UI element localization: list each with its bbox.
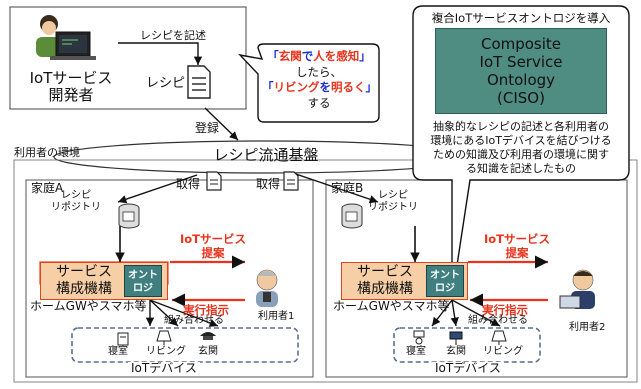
ciso-box-line4: (CISO) bbox=[497, 89, 545, 107]
home-b-service-line2: 構成機構 bbox=[357, 281, 413, 297]
ciso-desc-line4: る知識を記述したもの bbox=[466, 162, 576, 175]
home-a-combine-label: 組み合わせる bbox=[164, 315, 224, 326]
home-a-bedroom-device-icon bbox=[117, 332, 129, 346]
home-b-combine-label: 組み合わせる bbox=[468, 315, 528, 326]
recipe-bubble-line1: 「玄関で人を感知」 bbox=[267, 49, 371, 63]
recipe-bubble-line3: 「リビングを明るく」 bbox=[262, 80, 377, 95]
home-a-entrance-device-icon bbox=[200, 332, 216, 340]
home-b-iot-suggest: IoTサービス 提案 bbox=[482, 232, 552, 260]
ciso-desc-line3: ための知識及び利用者の環境に関す bbox=[433, 148, 609, 161]
home-b-combine-arrow-3 bbox=[451, 299, 501, 327]
home-a-exec-label: 実行指示 bbox=[183, 303, 229, 317]
write-recipe-arrow bbox=[118, 42, 203, 65]
home-b-entrance-device-icon bbox=[449, 331, 463, 345]
home-b-ontology-box: オント ロジ bbox=[426, 265, 464, 297]
home-a-onto-line2: ロジ bbox=[133, 283, 153, 294]
home-a-living-device-icon bbox=[156, 330, 172, 345]
ciso-description: 抽象的なレシピの記述と各利用者の 環境にあるIoTデバイスを結びつける ための知… bbox=[413, 120, 629, 176]
fetch-doc-icon-b bbox=[283, 171, 299, 191]
recipe-bubble-text: 「玄関で人を感知」 したら、 「リビングを明るく」 する bbox=[262, 49, 377, 111]
fetch-arrow-a bbox=[117, 174, 198, 204]
home-a-devices-label: IoTデバイス bbox=[128, 361, 200, 376]
developer-title-line2: 開発者 bbox=[48, 86, 94, 105]
home-b-combine-arrow-1 bbox=[431, 299, 453, 327]
home-a-device-bedroom: 寝室 bbox=[108, 346, 128, 357]
home-b-service-label: サービス 構成機構 bbox=[345, 264, 425, 298]
home-a-repository-icon bbox=[118, 203, 140, 229]
home-b-device-entrance: 玄関 bbox=[446, 346, 466, 357]
home-b-repo-line1: レシピ bbox=[378, 190, 408, 201]
home-a-service-label: サービス 構成機構 bbox=[44, 264, 124, 298]
home-a-service-line1: サービス bbox=[56, 264, 112, 280]
home-b-service-line1: サービス bbox=[357, 264, 413, 280]
home-a-service-line2: 構成機構 bbox=[56, 281, 112, 297]
home-b-repo-label: レシピ リポジトリ bbox=[361, 190, 425, 214]
platform-label: レシピ流通基盤 bbox=[213, 146, 319, 164]
ciso-title: 複合IoTサービスオントロジを導入 bbox=[431, 11, 611, 25]
home-b-title: 家庭B bbox=[331, 181, 364, 195]
home-a-combine-arrow-2 bbox=[149, 299, 179, 327]
ciso-box: Composite IoT Service Ontology (CISO) bbox=[435, 28, 607, 114]
ciso-desc-line1: 抽象的なレシピの記述と各利用者の bbox=[433, 120, 609, 133]
home-a-iot-suggest: IoTサービス 提案 bbox=[178, 232, 248, 260]
fetch-label-b: 取得 bbox=[256, 177, 281, 191]
developer-illustration-icon bbox=[36, 15, 96, 60]
developer-title: IoTサービス 開発者 bbox=[28, 69, 114, 105]
ciso-box-line2: IoT Service bbox=[479, 53, 563, 71]
home-b-iot-suggest-line2: 提案 bbox=[505, 246, 529, 260]
register-arrow bbox=[204, 107, 239, 141]
home-b-exec-label: 実行指示 bbox=[482, 303, 528, 317]
recipe-bubble-line2: したら、 bbox=[296, 64, 342, 79]
write-recipe-label: レシピを記述 bbox=[140, 29, 206, 42]
home-b-bedroom-device-icon bbox=[413, 330, 425, 345]
home-b-device-bedroom: 寝室 bbox=[406, 346, 426, 357]
recipe-bubble-line4: する bbox=[307, 95, 331, 110]
home-b-device-living: リビング bbox=[483, 346, 523, 357]
home-a-gateway-label: ホームGWやスマホ等 bbox=[30, 299, 147, 313]
recipe-label: レシピ bbox=[146, 76, 186, 91]
home-b-living-device-icon bbox=[491, 330, 507, 345]
ciso-box-line1: Composite bbox=[480, 35, 562, 53]
home-a-onto-line1: オント bbox=[128, 270, 158, 281]
home-b-repo-line2: リポジトリ bbox=[368, 202, 418, 213]
home-b-gateway-label: ホームGWやスマホ等 bbox=[333, 299, 450, 313]
home-b-devices-label: IoTデバイス bbox=[432, 361, 504, 376]
register-label: 登録 bbox=[195, 121, 220, 135]
ciso-box-line3: Ontology bbox=[486, 71, 556, 89]
fetch-label-a: 取得 bbox=[176, 177, 201, 191]
home-b-repository-icon bbox=[341, 203, 363, 229]
recipe-bubble-outline bbox=[238, 43, 380, 123]
home-a-device-living: リビング bbox=[146, 346, 186, 357]
home-a-title: 家庭A bbox=[31, 181, 64, 195]
home-a-repo-line1: レシピ bbox=[61, 190, 91, 201]
home-b-iot-suggest-line1: IoTサービス bbox=[483, 232, 551, 246]
user1-illustration-icon bbox=[256, 269, 278, 307]
developer-title-line1: IoTサービス bbox=[29, 69, 113, 87]
home-a-device-entrance: 玄関 bbox=[198, 346, 218, 357]
fetch-doc-icon-a bbox=[206, 171, 222, 191]
home-a-iot-suggest-line2: 提案 bbox=[201, 246, 225, 260]
ciso-desc-line2: 環境にあるIoTデバイスを結びつける bbox=[430, 134, 612, 147]
home-a-iot-suggest-line1: IoTサービス bbox=[179, 232, 247, 246]
home-a-user-label: 利用者1 bbox=[258, 311, 295, 322]
recipe-document-icon bbox=[187, 65, 211, 99]
home-a-ontology-box: オント ロジ bbox=[124, 265, 162, 297]
home-a-combine-arrow-3 bbox=[149, 299, 219, 327]
home-b-combine-arrow-2 bbox=[450, 299, 459, 327]
user-env-label: 利用者の環境 bbox=[14, 146, 80, 159]
home-a-repo-label: レシピ リポジトリ bbox=[44, 190, 108, 214]
user2-illustration-icon bbox=[559, 269, 595, 309]
fetch-arrow-b bbox=[289, 171, 379, 204]
home-b-onto-line1: オント bbox=[430, 270, 460, 281]
home-a-repo-line2: リポジトリ bbox=[51, 202, 101, 213]
home-b-onto-line2: ロジ bbox=[435, 283, 455, 294]
home-b-user-label: 利用者2 bbox=[569, 322, 606, 333]
user-env-frame bbox=[13, 159, 638, 383]
